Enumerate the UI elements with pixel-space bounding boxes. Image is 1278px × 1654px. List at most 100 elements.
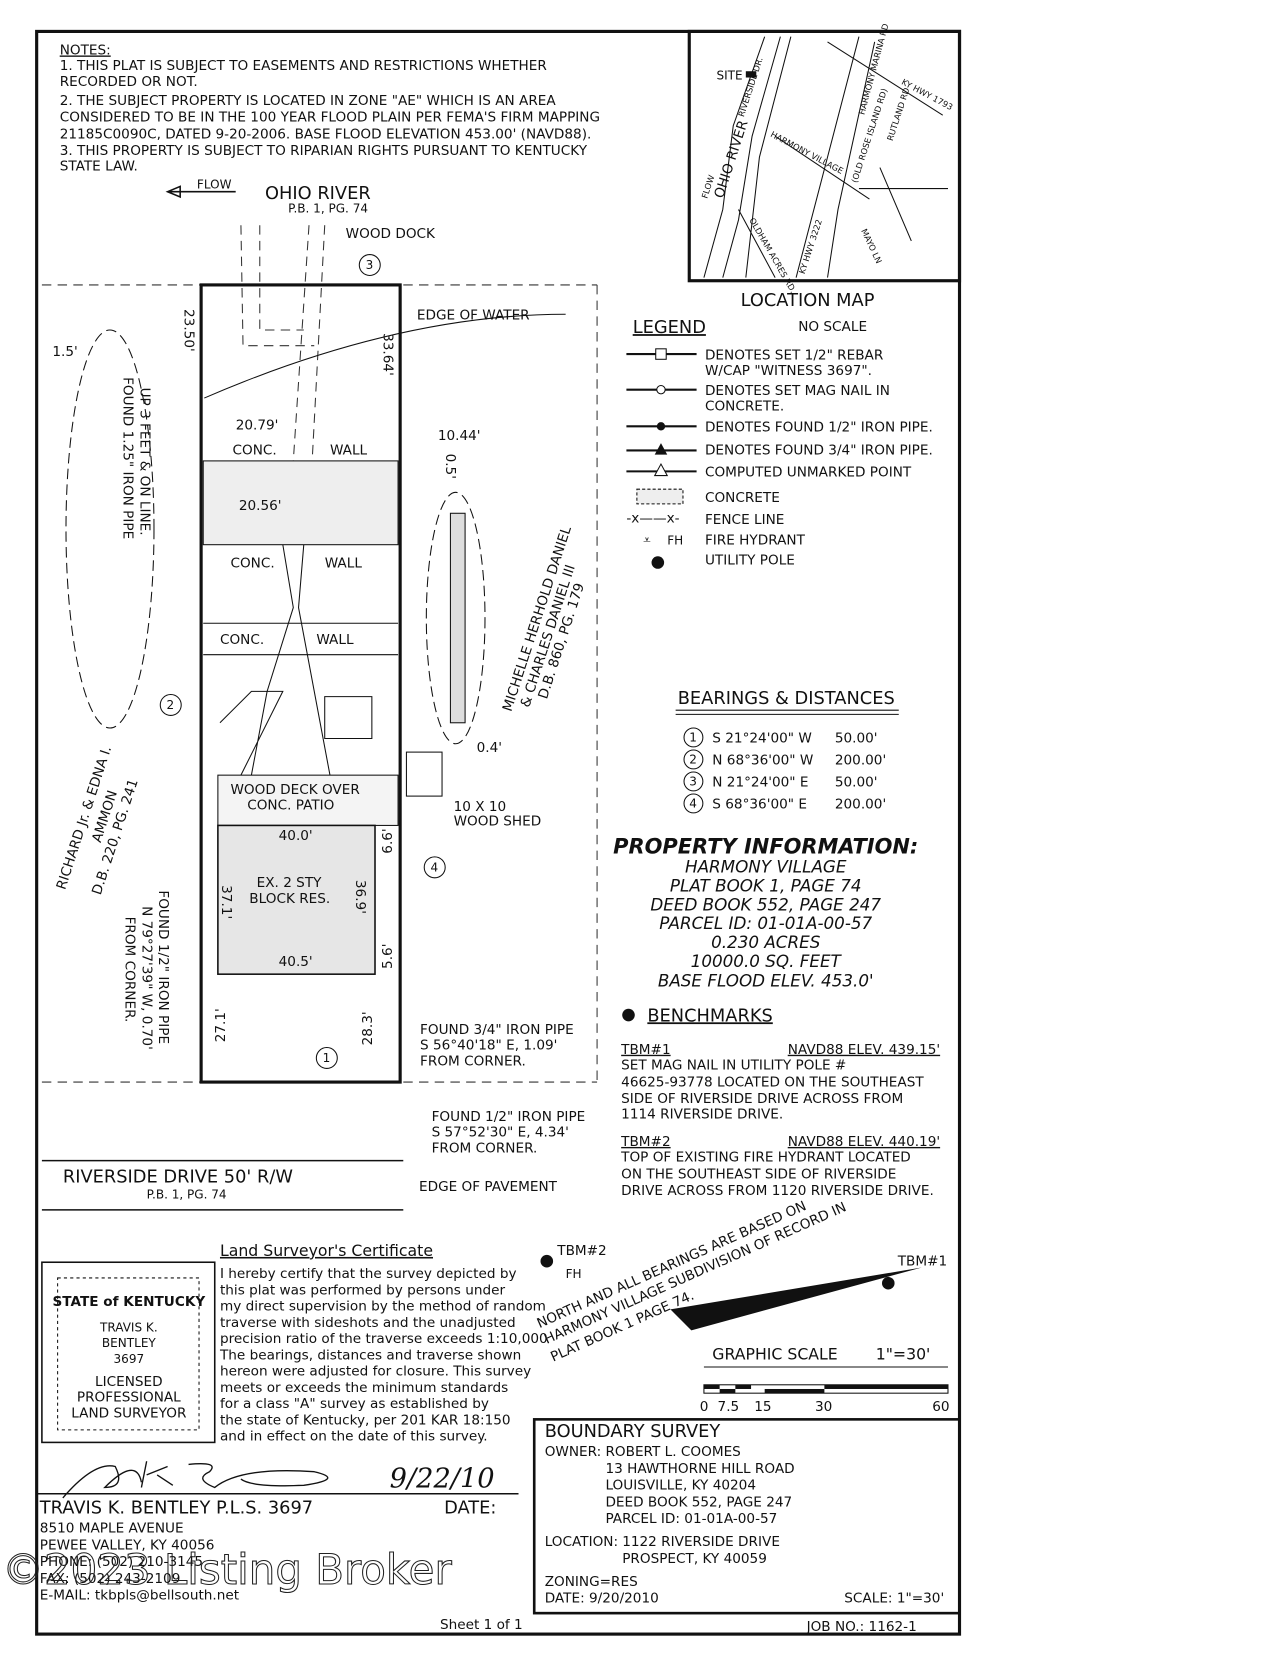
tbm1-marker: TBM#1	[897, 1253, 947, 1269]
detail-label: UP 3 FEET & ON LINE.	[136, 388, 152, 536]
legend-item: DENOTES SET 1/2" REBAR	[705, 347, 884, 363]
svg-text:S 68°36'00" E: S 68°36'00" E	[712, 797, 807, 813]
benchmark-line: 46625-93778 LOCATED ON THE SOUTHEAST	[621, 1074, 924, 1090]
surveyor-address: 8510 MAPLE AVENUE	[40, 1520, 184, 1536]
survey-scale: SCALE: 1"=30'	[844, 1591, 944, 1607]
signature-date: 9/22/10	[390, 1463, 495, 1494]
note-line: RECORDED OR NOT.	[60, 74, 198, 90]
dimension: 0.5'	[442, 454, 458, 479]
certificate-line: I hereby certify that the survey depicte…	[220, 1266, 517, 1282]
owner-line: 13 HAWTHORNE HILL ROAD	[605, 1461, 794, 1477]
found-pipe-label: FOUND 1/2" IRON PIPE	[155, 890, 171, 1044]
svg-text:N 68°36'00" W: N 68°36'00" W	[712, 753, 814, 769]
fence-symbol: -x——x-	[626, 511, 679, 527]
dimension: 40.5'	[279, 954, 313, 970]
property-line: 10000.0 SQ. FEET	[691, 951, 843, 971]
edge-of-pavement-label: EDGE OF PAVEMENT	[419, 1179, 558, 1195]
dimension: 27.1'	[213, 1008, 229, 1042]
legend-item: W/CAP "WITNESS 3697".	[705, 363, 872, 379]
wall-label: CONC.	[220, 632, 264, 648]
found-pipe-label: FROM CORNER.	[432, 1140, 538, 1156]
tbm1-elev: NAVD88 ELEV. 439.15'	[788, 1042, 940, 1058]
svg-text:2: 2	[689, 753, 697, 767]
location-line: 1122 RIVERSIDE DRIVE	[622, 1534, 780, 1550]
owner-line: PARCEL ID: 01-01A-00-57	[605, 1511, 777, 1527]
surveyor-seal: STATE of KENTUCKY TRAVIS K. BENTLEY 3697…	[52, 1294, 205, 1421]
certificate-title: Land Surveyor's Certificate	[220, 1241, 433, 1260]
wall-label: WALL	[316, 632, 354, 648]
plat-drawing: FLOW OHIO RIVER P.B. 1, PG. 74 WOOD DOCK…	[41, 178, 598, 1211]
concrete-wall-area	[202, 460, 399, 546]
svg-text:2: 2	[167, 698, 175, 712]
certificate-line: The bearings, distances and traverse sho…	[219, 1348, 521, 1364]
watermark: ©2023 Listing Broker	[2, 1545, 452, 1594]
map-harmony-village-label: HARMONY VILLAGE	[769, 129, 845, 176]
map-oldham-label: OLDHAM ACRES RD.	[747, 216, 798, 295]
road-label: RIVERSIDE DRIVE 50' R/W	[63, 1167, 294, 1188]
residence	[217, 824, 376, 975]
property-title: PROPERTY INFORMATION:	[613, 835, 918, 859]
benchmark-line: DRIVE ACROSS FROM 1120 RIVERSIDE DRIVE.	[621, 1183, 934, 1199]
benchmark-line: SET MAG NAIL IN UTILITY POLE #	[621, 1057, 846, 1073]
scale-tick: 7.5	[718, 1399, 740, 1415]
tbm2-marker: TBM#2	[556, 1243, 606, 1259]
certificate-line: hereon were adjusted for closure. This s…	[220, 1363, 531, 1379]
utility-pole-symbol	[651, 556, 665, 569]
note-line: 21185C0090C, DATED 9-20-2006. BASE FLOOD…	[60, 126, 592, 142]
benchmark-line: SIDE OF RIVERSIDE DRIVE ACROSS FROM	[621, 1091, 903, 1107]
svg-text:3: 3	[689, 775, 697, 789]
detail-label: FOUND 1.25" IRON PIPE	[120, 377, 136, 539]
river-ref: P.B. 1, PG. 74	[288, 202, 368, 216]
job-number: JOB NO.: 1162-1	[806, 1619, 917, 1635]
sheet-number: Sheet 1 of 1	[440, 1617, 523, 1633]
note-line: CONSIDERED TO BE IN THE 100 YEAR FLOOD P…	[60, 110, 600, 126]
certificate-line: traverse with sideshots and the unadjust…	[220, 1315, 516, 1331]
callout-2: 2	[159, 693, 182, 716]
legend-item: DENOTES FOUND 1/2" IRON PIPE.	[705, 420, 933, 436]
svg-text:STATE of KENTUCKY: STATE of KENTUCKY	[52, 1294, 205, 1310]
dimension: 20.79'	[236, 417, 279, 433]
certificate-line: precision ratio of the traverse exceeds …	[220, 1331, 548, 1347]
benchmarks: BENCHMARKS TBM#1 NAVD88 ELEV. 439.15' SE…	[620, 1005, 940, 1199]
callout-3: 3	[358, 254, 381, 277]
dimension: 23.50'	[180, 309, 196, 352]
benchmark-line: 1114 RIVERSIDE DRIVE.	[621, 1107, 783, 1123]
certificate-line: this plat was performed by persons under	[220, 1283, 505, 1299]
title-block-title: BOUNDARY SURVEY	[545, 1421, 721, 1442]
map-ky3222-label: KY HWY 3222	[797, 218, 824, 275]
benchmarks-title: BENCHMARKS	[647, 1005, 772, 1026]
surveyor-fax: FAX: (502) 243-2109	[40, 1571, 181, 1587]
svg-text:BENTLEY: BENTLEY	[102, 1336, 157, 1350]
map-site-label: SITE	[716, 69, 742, 83]
callout-1: 1	[315, 1046, 338, 1069]
north-arrow: TBM#2 FH TBM#1 NORTH AND ALL BEARINGS AR…	[535, 1198, 948, 1365]
edge-of-water-label: EDGE OF WATER	[417, 307, 530, 323]
svg-text:50.00': 50.00'	[835, 731, 878, 747]
dimension: 37.1'	[218, 885, 234, 919]
location-line: PROSPECT, KY 40059	[622, 1551, 767, 1567]
legend-item: CONCRETE	[705, 490, 780, 506]
surveyor-email: E-MAIL: tkbpls@bellsouth.net	[40, 1588, 240, 1604]
property-information: PROPERTY INFORMATION: HARMONY VILLAGE PL…	[613, 835, 918, 991]
dimension: 28.3'	[360, 1011, 376, 1045]
graphic-scale-title: GRAPHIC SCALE	[712, 1345, 837, 1364]
residence-label: EX. 2 STY	[257, 875, 323, 891]
benchmark-icon	[622, 1008, 635, 1022]
scale-tick: 15	[754, 1399, 771, 1415]
note-line: 2. THE SUBJECT PROPERTY IS LOCATED IN ZO…	[60, 93, 557, 109]
deck-label: WOOD DECK OVER	[230, 782, 360, 798]
found-pipe-label: FOUND 3/4" IRON PIPE	[420, 1022, 574, 1038]
wall-label: WALL	[330, 443, 368, 459]
surveyor-certificate: Land Surveyor's Certificate STATE of KEN…	[36, 1241, 548, 1604]
surveyor-phone: PHONE: (502) 210-3145	[40, 1554, 203, 1570]
graphic-scale-ratio: 1"=30'	[876, 1345, 931, 1364]
owner-label: OWNER:	[545, 1444, 602, 1460]
note-line: 1. THIS PLAT IS SUBJECT TO EASEMENTS AND…	[60, 58, 548, 74]
tbm2-label: TBM#2	[620, 1134, 670, 1150]
fire-hydrant-symbol: ⩡	[643, 533, 651, 549]
fh-marker: FH	[566, 1267, 582, 1281]
legend-title: LEGEND	[633, 317, 706, 338]
legend-item: FIRE HYDRANT	[705, 533, 806, 549]
